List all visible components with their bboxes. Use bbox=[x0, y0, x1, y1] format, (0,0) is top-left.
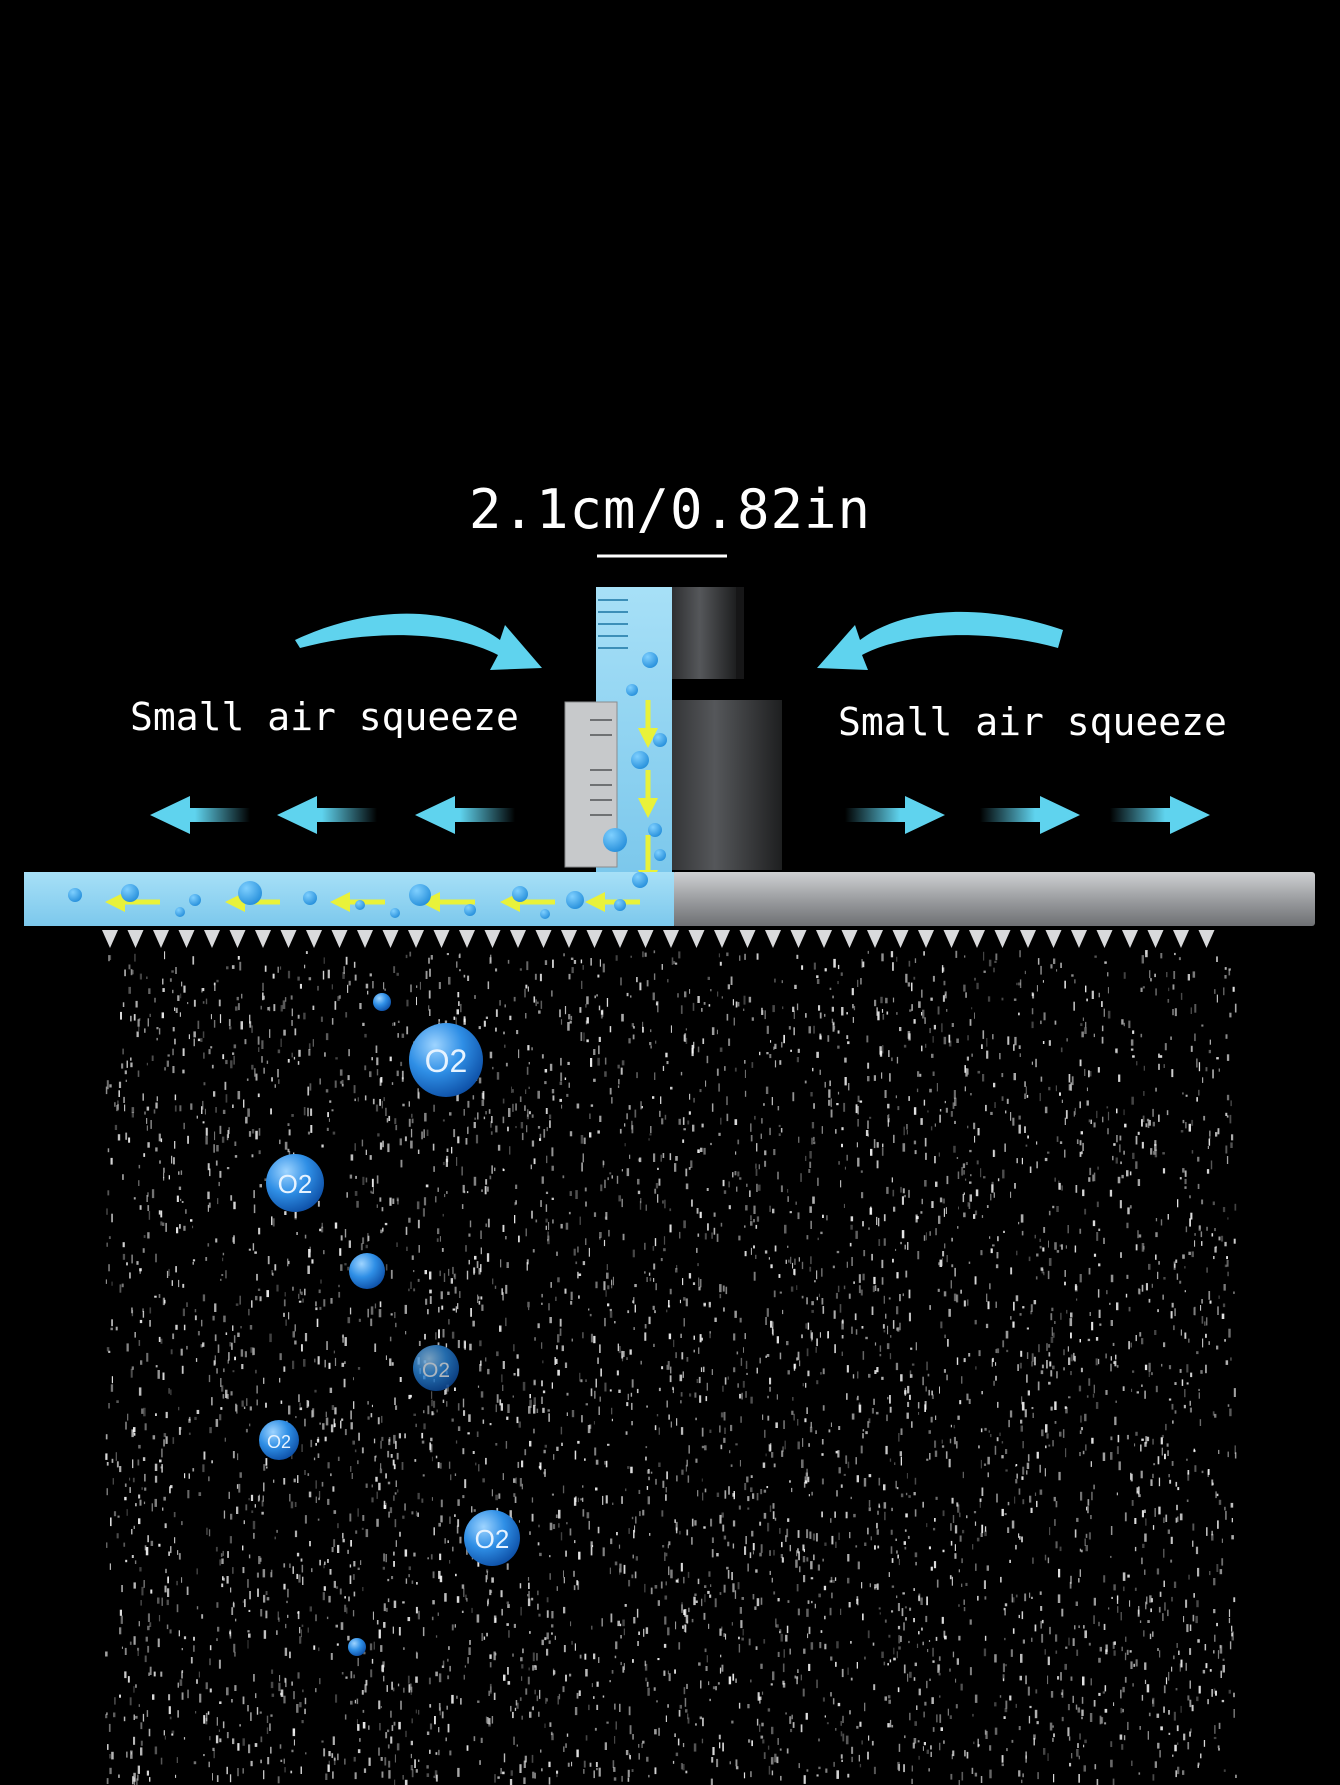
nozzle bbox=[306, 930, 322, 948]
nozzle bbox=[892, 930, 909, 948]
nozzle bbox=[1020, 930, 1036, 948]
nozzle bbox=[790, 930, 807, 948]
nozzle bbox=[867, 930, 883, 948]
dimension-label: 2.1cm/0.82in bbox=[468, 478, 872, 541]
nozzle bbox=[535, 930, 552, 948]
nozzle bbox=[1045, 930, 1062, 948]
nozzle bbox=[331, 930, 348, 948]
nozzle bbox=[484, 930, 501, 948]
nozzle bbox=[357, 930, 373, 948]
oxygen-bubble-small bbox=[349, 1253, 385, 1289]
nozzle bbox=[1173, 930, 1189, 948]
nozzle bbox=[918, 930, 934, 948]
side-arrows-left bbox=[150, 796, 515, 834]
nozzle bbox=[1198, 930, 1215, 948]
nozzle bbox=[1122, 930, 1138, 948]
nozzle bbox=[943, 930, 960, 948]
inlet-cutaway bbox=[564, 587, 672, 890]
nozzle bbox=[229, 930, 246, 948]
nozzle bbox=[459, 930, 475, 948]
nozzle bbox=[153, 930, 169, 948]
nozzle-row bbox=[102, 930, 1215, 948]
rain-spray bbox=[105, 950, 1237, 1785]
oxygen-bubble-small bbox=[373, 993, 391, 1011]
oxygen-bubble: O2 bbox=[259, 1420, 299, 1460]
air-squeeze-label-right: Small air squeeze bbox=[838, 700, 1227, 744]
nozzle bbox=[178, 930, 195, 948]
nozzle bbox=[969, 930, 985, 948]
nozzle bbox=[561, 930, 577, 948]
nozzle bbox=[714, 930, 730, 948]
nozzle bbox=[841, 930, 858, 948]
nozzle bbox=[637, 930, 654, 948]
nozzle bbox=[586, 930, 603, 948]
water-bubbles bbox=[68, 652, 667, 919]
nozzle bbox=[1096, 930, 1113, 948]
nozzle bbox=[994, 930, 1011, 948]
air-squeeze-label-left: Small air squeeze bbox=[130, 695, 519, 739]
nozzle bbox=[1147, 930, 1164, 948]
nozzle bbox=[612, 930, 628, 948]
nozzle bbox=[510, 930, 526, 948]
nozzle bbox=[433, 930, 450, 948]
nozzle bbox=[102, 930, 118, 948]
oxygen-bubbles: O2 O2 O2 O2 O2 bbox=[259, 993, 520, 1656]
nozzle bbox=[663, 930, 679, 948]
nozzle bbox=[382, 930, 399, 948]
oxygen-bubble: O2 bbox=[464, 1510, 520, 1566]
nozzle bbox=[408, 930, 424, 948]
nozzle bbox=[816, 930, 832, 948]
oxygen-bubble: O2 bbox=[413, 1345, 459, 1391]
oxygen-bubble-small bbox=[348, 1638, 366, 1656]
nozzle bbox=[280, 930, 297, 948]
nozzle bbox=[739, 930, 756, 948]
nozzle bbox=[688, 930, 705, 948]
oxygen-bubble: O2 bbox=[409, 1023, 483, 1097]
curved-arrow-right bbox=[817, 611, 1063, 670]
shower-plate-metal bbox=[672, 872, 1315, 926]
nozzle bbox=[127, 930, 144, 948]
curved-arrow-left bbox=[295, 613, 542, 670]
side-arrows-right bbox=[845, 796, 1210, 834]
nozzle bbox=[204, 930, 220, 948]
right-fitting bbox=[660, 587, 782, 870]
nozzle bbox=[1071, 930, 1087, 948]
nozzle bbox=[255, 930, 271, 948]
nozzle bbox=[765, 930, 781, 948]
oxygen-bubble: O2 bbox=[266, 1154, 324, 1212]
